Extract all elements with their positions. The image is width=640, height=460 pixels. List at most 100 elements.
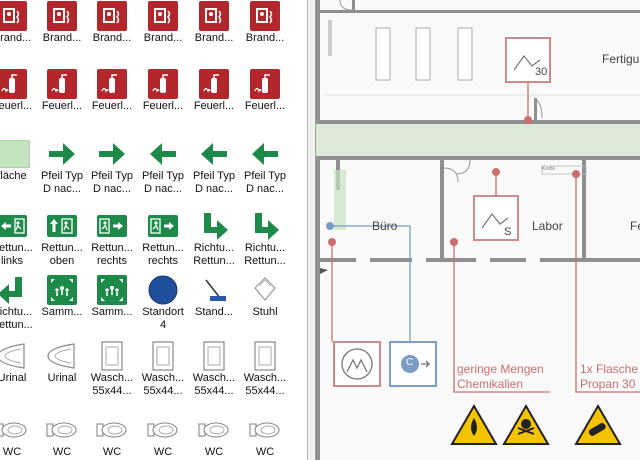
shape-label: Feuerl... xyxy=(193,100,235,112)
arrow-left-icon xyxy=(150,143,176,165)
shape-pfeil-left-3[interactable]: Pfeil Typ D nac... xyxy=(239,138,291,196)
shape-palette: Brand... Brand... Brand... Brand... Bran… xyxy=(0,0,307,460)
shape-label: Feuerl... xyxy=(142,100,184,112)
note-chemicals[interactable]: geringe Mengen Chemikalien xyxy=(457,362,544,391)
shape-brand-4[interactable]: Brand... xyxy=(137,0,189,45)
wall-labor-right xyxy=(582,160,586,260)
urinal-icon xyxy=(0,343,25,369)
toilet-icon xyxy=(0,422,27,438)
washbasin-icon xyxy=(152,341,174,371)
shape-label: Pfeil Typ D nac... xyxy=(142,170,184,195)
shape-rettung-rechts-1[interactable]: Rettun... rechts xyxy=(86,210,138,268)
door-swing xyxy=(339,0,353,11)
toilet-icon xyxy=(249,422,280,438)
shape-feuerloescher-4[interactable]: Feuerl... xyxy=(137,68,189,113)
shape-pfeil-right-2[interactable]: Pfeil Typ D nac... xyxy=(86,138,138,196)
shape-wc-1[interactable]: WC xyxy=(0,414,38,459)
splitter-handle[interactable] xyxy=(308,0,315,460)
shape-label: WC xyxy=(2,446,22,458)
door-swing xyxy=(533,97,543,119)
shape-label: Wasch... 55x44... xyxy=(243,372,287,397)
shape-label: Brand... xyxy=(0,32,32,44)
shape-label: Pfeil Typ D nac... xyxy=(193,170,235,195)
shape-waschbecken-4[interactable]: Wasch... 55x44... xyxy=(239,340,291,398)
shape-urinal-2[interactable]: Urinal xyxy=(36,340,88,385)
leader-dot xyxy=(524,116,532,124)
shape-brand-1[interactable]: Brand... xyxy=(0,0,38,45)
arrow-turn-right-icon xyxy=(255,213,279,240)
shape-waschbecken-1[interactable]: Wasch... 55x44... xyxy=(86,340,138,398)
shape-richtung-3[interactable]: Richtu... Rettun... xyxy=(0,274,38,332)
gas-cylinder-warning-icon xyxy=(574,404,622,445)
shape-label: WC xyxy=(52,446,72,458)
shape-label: Pfeil Typ D nac... xyxy=(244,170,286,195)
shape-waschbecken-3[interactable]: Wasch... 55x44... xyxy=(188,340,240,398)
fire-alarm-icon xyxy=(148,1,178,31)
wall-stub xyxy=(352,0,355,13)
shape-rettung-rechts-2[interactable]: Rettun... rechts xyxy=(137,210,189,268)
wall-top xyxy=(316,10,640,13)
shape-standort[interactable]: Stand... xyxy=(188,274,240,319)
wall-corridor-top xyxy=(316,120,640,124)
panel-divider[interactable] xyxy=(307,0,308,460)
shape-flaeche[interactable]: fläche xyxy=(0,138,38,183)
shape-label: Feuerl... xyxy=(244,100,286,112)
drawing-canvas[interactable]: Fertigu Büro Labor Fe 30 S C Krebs gerin… xyxy=(316,0,640,460)
shape-wc-3[interactable]: WC xyxy=(86,414,138,459)
shape-standort-4[interactable]: Standort 4 xyxy=(137,274,189,332)
shape-urinal-1[interactable]: Urinal xyxy=(0,340,38,385)
door-swing xyxy=(455,159,471,175)
exit-up-icon xyxy=(47,215,77,237)
shape-sammelplatz-2[interactable]: Samm... xyxy=(86,274,138,319)
fire-alarm-icon xyxy=(199,1,229,31)
shape-feuerloescher-6[interactable]: Feuerl... xyxy=(239,68,291,113)
fire-alarm-icon xyxy=(250,1,280,31)
toilet-icon xyxy=(46,422,77,438)
shape-brand-2[interactable]: Brand... xyxy=(36,0,88,45)
shape-brand-6[interactable]: Brand... xyxy=(239,0,291,45)
arrow-left-icon xyxy=(252,143,278,165)
shape-feuerloescher-1[interactable]: Feuerl... xyxy=(0,68,38,113)
shape-label: WC xyxy=(255,446,275,458)
fire-extinguisher-icon xyxy=(97,69,127,99)
shape-brand-3[interactable]: Brand... xyxy=(86,0,138,45)
shape-label: Wasch... 55x44... xyxy=(90,372,134,397)
shape-wc-5[interactable]: WC xyxy=(188,414,240,459)
shape-feuerloescher-3[interactable]: Feuerl... xyxy=(86,68,138,113)
shape-label: Brand... xyxy=(143,32,183,44)
arrow-turn-right-icon xyxy=(204,213,228,240)
leader-line xyxy=(453,242,550,393)
window xyxy=(356,257,370,263)
shape-pfeil-right-1[interactable]: Pfeil Typ D nac... xyxy=(36,138,88,196)
shape-rettung-oben[interactable]: Rettun... oben xyxy=(36,210,88,268)
shape-rettung-links[interactable]: Rettun... links xyxy=(0,210,38,268)
wall-corridor-bottom xyxy=(316,156,640,160)
shape-wc-6[interactable]: WC xyxy=(239,414,291,459)
fire-alarm-icon xyxy=(97,1,127,31)
shape-stuhl[interactable]: Stuhl xyxy=(239,274,291,319)
note-propane[interactable]: 1x Flasche Propan 30 xyxy=(580,362,639,391)
urinal-icon xyxy=(47,343,75,369)
shape-label: Pfeil Typ D nac... xyxy=(91,170,133,195)
shape-wc-4[interactable]: WC xyxy=(137,414,189,459)
shape-feuerloescher-5[interactable]: Feuerl... xyxy=(188,68,240,113)
shape-wc-2[interactable]: WC xyxy=(36,414,88,459)
shape-waschbecken-2[interactable]: Wasch... 55x44... xyxy=(137,340,189,398)
shape-pfeil-left-2[interactable]: Pfeil Typ D nac... xyxy=(188,138,240,196)
door-swing xyxy=(443,167,459,183)
shape-label: Feuerl... xyxy=(41,100,83,112)
shape-richtung-2[interactable]: Richtu... Rettun... xyxy=(239,210,291,268)
shape-label: Wasch... 55x44... xyxy=(192,372,236,397)
shape-label: Samm... xyxy=(41,306,83,318)
shape-sammelplatz-1[interactable]: Samm... xyxy=(36,274,88,319)
window xyxy=(476,257,490,263)
assembly-point-icon xyxy=(47,275,77,305)
shape-pfeil-left-1[interactable]: Pfeil Typ D nac... xyxy=(137,138,189,196)
toilet-icon xyxy=(96,422,127,438)
fire-extinguisher-icon xyxy=(250,69,280,99)
room-label-labor: Labor xyxy=(532,219,563,233)
wall-buero-labor xyxy=(440,160,444,260)
shape-richtung-1[interactable]: Richtu... Rettun... xyxy=(188,210,240,268)
shape-feuerloescher-2[interactable]: Feuerl... xyxy=(36,68,88,113)
shape-brand-5[interactable]: Brand... xyxy=(188,0,240,45)
